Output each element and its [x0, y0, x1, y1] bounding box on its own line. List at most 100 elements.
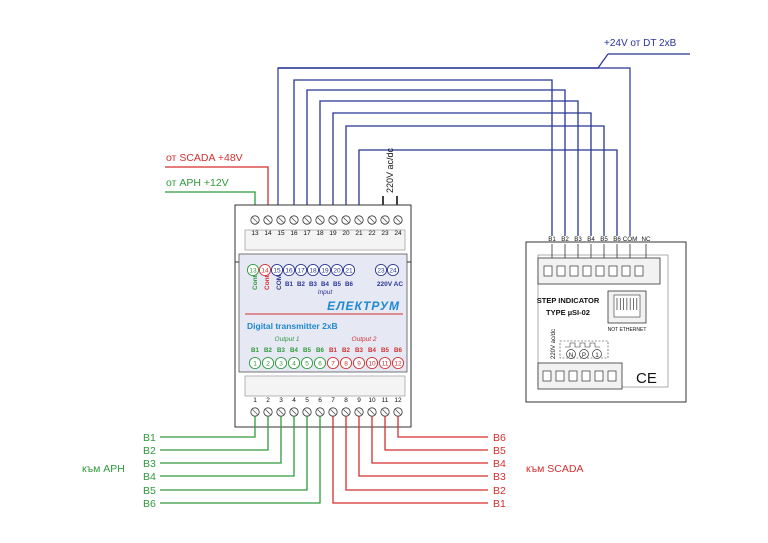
aph-12-label: от АРН +12V: [166, 177, 229, 189]
indicator-top-slot: [582, 265, 592, 277]
face-output-circle: [365, 356, 379, 370]
aph-output-wire: [160, 416, 295, 477]
top-terminal-number: 22: [368, 230, 376, 237]
screw-slot: [252, 217, 258, 223]
symbol-n: N: [569, 353, 573, 359]
indicator-top-slot: [543, 265, 553, 277]
screw-slot: [356, 409, 362, 415]
screw-slot: [291, 409, 297, 415]
aph-output-wire: [160, 416, 321, 504]
indicator-top-slot: [634, 265, 644, 277]
face-output-circle: [391, 356, 405, 370]
aph-output-label: B5: [143, 485, 156, 497]
screw-slot: [278, 217, 284, 223]
face-output-number: 7: [331, 361, 335, 368]
screw-slot: [265, 217, 271, 223]
top-terminal-number: 20: [342, 230, 350, 237]
cont-red-label: Cont: [264, 274, 271, 290]
top-terminal-number: 18: [316, 230, 324, 237]
input-label: B6: [345, 281, 353, 288]
bottom-terminal-number: 6: [318, 397, 322, 404]
input-label: B3: [309, 281, 317, 288]
symbol-n-circle: [566, 349, 576, 359]
output2-label: B4: [368, 347, 376, 354]
input-label: B2: [297, 281, 305, 288]
input-label: B4: [321, 281, 329, 288]
face-output-number: 11: [382, 361, 389, 368]
face-number: 16: [285, 268, 293, 275]
indicator-title-2: TYPE µSI-02: [546, 308, 590, 317]
screw-slot: [317, 217, 323, 223]
input-wire: [293, 79, 553, 236]
indicator-terminal-label: B6: [613, 236, 621, 243]
face-number-circle: [282, 263, 296, 277]
face-output-number: 4: [292, 361, 296, 368]
face-number-circle: [270, 263, 284, 277]
output1-title: Output 1: [275, 336, 300, 343]
indicator-port-pins: [616, 298, 638, 310]
input-wire: [358, 149, 618, 236]
screw-slot: [369, 409, 375, 415]
output2-label: B1: [329, 347, 337, 354]
output2-label: B2: [342, 347, 350, 354]
indicator-terminal-label: B5: [600, 236, 608, 243]
aph-output-wire: [160, 416, 282, 464]
bottom-terminal-number: 4: [292, 397, 296, 404]
bottom-terminal-number: 11: [382, 397, 389, 404]
face-output-number: 8: [344, 361, 348, 368]
cont-green-label: Cont: [252, 274, 259, 290]
input-wire: [306, 89, 566, 236]
output2-label: B3: [355, 347, 363, 354]
screw-slot: [343, 217, 349, 223]
screw-slot: [395, 217, 401, 223]
face-number: 21: [345, 268, 353, 275]
step-indicator: [525, 241, 687, 403]
bottom-terminal-number: 10: [368, 397, 376, 404]
screw-slot: [265, 409, 271, 415]
scada-output-wire: [358, 416, 488, 477]
indicator-top-slot: [569, 265, 579, 277]
dt-power-wires: [277, 53, 690, 236]
indicator-bottom-slot: [542, 370, 552, 382]
dt-power-label: +24V от DT 2xB: [604, 38, 677, 49]
face-number-circle: [294, 263, 308, 277]
face-output-number: 3: [279, 361, 283, 368]
symbol-1-circle: [592, 349, 602, 359]
output2-label: B6: [394, 347, 402, 354]
face-number: 18: [309, 268, 317, 275]
face-number: 14: [261, 268, 269, 275]
indicator-supply-label: 220V ac/dc: [551, 329, 557, 359]
model-title: Digital transmitter 2xB: [247, 321, 338, 331]
aph-output-wire: [160, 416, 256, 438]
output1-label: B4: [290, 347, 298, 354]
indicator-terminal-label: B4: [587, 236, 595, 243]
aph-output-label: B2: [143, 445, 156, 457]
aph-output-label: B3: [143, 458, 156, 470]
screw-slot: [252, 409, 258, 415]
indicator-terminal-label: B3: [574, 236, 582, 243]
aph-output-label: B1: [143, 432, 156, 444]
face-number-circle: [374, 263, 388, 277]
output2-label: B5: [381, 347, 389, 354]
indicator-terminal-label: B2: [561, 236, 569, 243]
indicator-top-slot: [621, 265, 631, 277]
bottom-terminal-number: 3: [279, 397, 283, 404]
symbol-1: 1: [595, 353, 599, 359]
indicator-top-slot: [556, 265, 566, 277]
screw-slot: [304, 409, 310, 415]
indicator-title-1: STEP INDICATOR: [537, 296, 600, 305]
aph-output-wire: [160, 416, 269, 451]
screw-slot: [356, 217, 362, 223]
screw-slot: [369, 217, 375, 223]
face-output-number: 2: [266, 361, 270, 368]
face-output-number: 5: [305, 361, 309, 368]
indicator-port-label: NOT ETHERNET: [608, 327, 647, 333]
top-terminal-number: 24: [394, 230, 402, 237]
indicator-bottom-slot: [594, 370, 604, 382]
face-number-circle: [386, 263, 400, 277]
indicator-top-slot: [595, 265, 605, 277]
